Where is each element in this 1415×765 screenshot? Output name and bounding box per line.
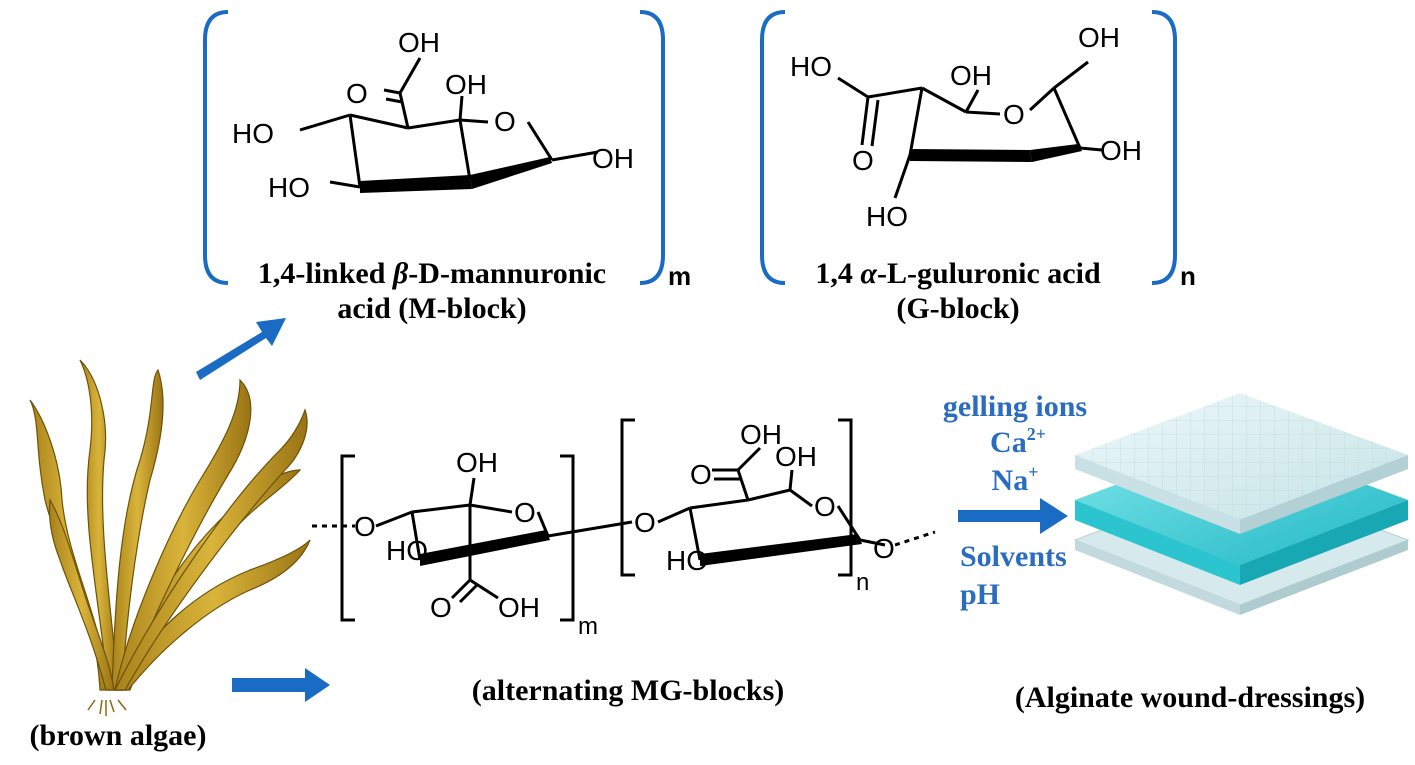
mg-block-structure: O OH O HO O OH m O OH O OH O HO n O [312, 418, 936, 640]
conditions-solvents: Solvents [960, 540, 1067, 573]
mg-o-left: O [354, 511, 376, 542]
mg-dashed-end-right [894, 530, 936, 547]
mg-wedge-bond-1 [420, 530, 550, 566]
m-block-wedge-bond-2 [470, 157, 552, 189]
mg-right-bracket-1 [560, 454, 575, 622]
m-block-oh-top: OH [398, 27, 440, 58]
m-block-caption-line2: acid (M-block) [337, 292, 526, 325]
arrow-to-dressing [958, 498, 1068, 534]
g-block-carbonyl-o: O [852, 145, 874, 176]
mg-subscript-m: m [578, 613, 598, 640]
g-block-oh-ring: OH [950, 60, 992, 91]
g-block-oh-right: OH [1100, 135, 1142, 166]
g-block-wedge-bond [910, 149, 1032, 162]
mg-carbonyl-m: O [690, 459, 712, 490]
g-block-wedge-bond-2 [1030, 144, 1082, 162]
mg-right-bracket-2 [838, 418, 853, 577]
algae-caption: (brown algae) [30, 719, 207, 752]
g-block-right-bracket [1151, 10, 1177, 285]
dressing-caption: (Alginate wound-dressings) [1015, 681, 1365, 714]
g-block-ho-bottom: HO [866, 201, 908, 232]
g-block-ring-o: O [1003, 99, 1025, 130]
mg-wedge-bond-2 [700, 534, 862, 566]
g-block-caption-line1: 1,4 α-L-guluronic acid [815, 257, 1101, 290]
g-block-ho-acid: HO [790, 51, 832, 82]
mg-ho-g: HO [386, 535, 428, 566]
mg-o-link: O [634, 507, 656, 538]
mg-carbonyl-g: O [430, 592, 452, 623]
m-block-right-bracket [639, 10, 665, 285]
m-block-structure: OH O OH O HO OH HO m [203, 10, 691, 291]
m-block-oh-right: OH [592, 143, 634, 174]
m-block-bonds [299, 57, 599, 189]
mg-oh-g-acid: OH [498, 592, 540, 623]
mg-left-bracket-2 [620, 418, 635, 577]
m-block-caption-line1: 1,4-linked β-D-mannuronic [258, 257, 606, 290]
m-block-left-bracket [203, 10, 229, 285]
mg-oh-m-ring: OH [775, 441, 817, 472]
mg-o-right: O [873, 533, 895, 564]
g-block-caption-line2: (G-block) [896, 292, 1019, 325]
mg-block-caption: (alternating MG-blocks) [472, 674, 784, 707]
mg-ring-o-m: O [814, 491, 836, 522]
m-block-oh-ring: OH [445, 69, 487, 100]
g-block-subscript: n [1180, 261, 1196, 291]
g-block-left-bracket [760, 10, 786, 285]
g-block-oh-top: OH [1078, 22, 1120, 53]
mg-ring-o-g: O [514, 497, 536, 528]
conditions-ph: pH [960, 578, 1000, 611]
m-block-subscript: m [668, 261, 691, 291]
m-block-ho-bottom: HO [268, 172, 310, 203]
brown-algae-illustration [29, 359, 311, 716]
g-block-structure: OH HO OH O O OH HO n [760, 10, 1196, 291]
arrow-algae-to-mg-block [232, 668, 330, 702]
wound-dressing-illustration [1073, 393, 1410, 615]
arrow-algae-to-m-block [196, 318, 286, 380]
mg-ho-m: HO [666, 545, 708, 576]
mg-oh-g-top: OH [456, 447, 498, 478]
conditions-gelling-ions: gelling ions [943, 390, 1087, 423]
mg-block-bonds [375, 446, 886, 604]
conditions-ca-ion: Ca2+ [990, 424, 1046, 459]
mg-subscript-n: n [856, 569, 869, 596]
m-block-wedge-bond [360, 175, 472, 193]
mg-left-bracket-1 [340, 454, 355, 622]
g-block-bonds [837, 60, 1103, 199]
conditions-na-ion: Na+ [992, 462, 1039, 497]
m-block-ring-o: O [494, 106, 516, 137]
m-block-ho-left: HO [232, 118, 274, 149]
m-block-carbonyl-o: O [346, 78, 368, 109]
mg-oh-m-acid-top: OH [740, 419, 782, 450]
